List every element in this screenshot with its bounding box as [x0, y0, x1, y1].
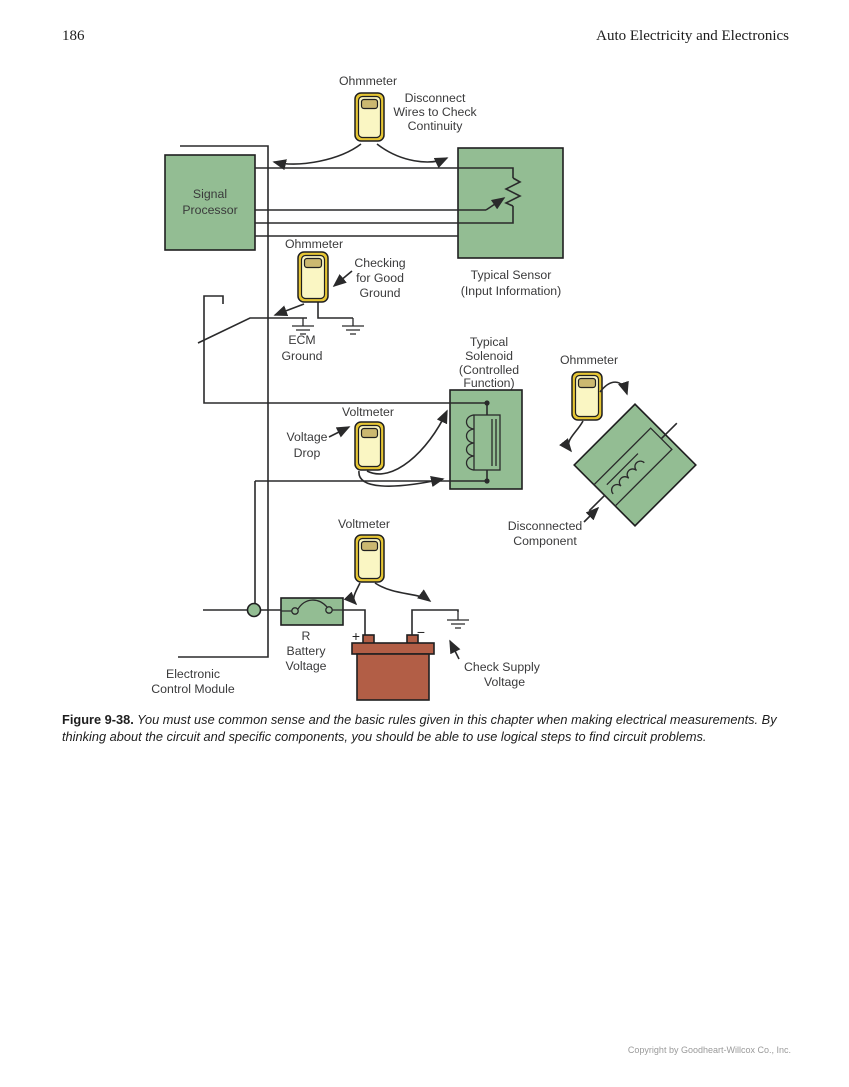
- typical-solenoid-label: Typical: [470, 335, 508, 349]
- svg-text:Voltage: Voltage: [285, 659, 326, 673]
- solenoid-core: [491, 419, 497, 466]
- drop-lead-top: [366, 409, 448, 475]
- wiper-arrow: [485, 197, 506, 211]
- figure-caption: Figure 9-38. You must use common sense a…: [62, 712, 792, 745]
- svg-text:Solenoid: Solenoid: [465, 349, 513, 363]
- typical-solenoid-box: [449, 389, 523, 490]
- voltmeter-drop-label: Voltmeter: [342, 405, 394, 419]
- svg-text:Drop: Drop: [294, 446, 321, 460]
- voltage-drop-arrow: [328, 426, 351, 438]
- svg-text:(Input Information): (Input Information): [461, 284, 561, 298]
- solenoid-wiring: [203, 295, 501, 610]
- svg-text:Voltage: Voltage: [484, 675, 525, 689]
- ohmmeter-ground-icon: [297, 251, 329, 303]
- battery-plus-sign: +: [352, 628, 360, 644]
- svg-text:Ground: Ground: [281, 349, 322, 363]
- junction-node: [246, 602, 262, 618]
- ohmmeter-ground-label: Ohmmeter: [285, 237, 343, 251]
- svg-text:Function): Function): [463, 376, 514, 390]
- supply-lead-right: [374, 582, 432, 602]
- supply-ground-symbol: [447, 612, 469, 629]
- drop-lead-bottom: [358, 470, 445, 488]
- power-circuit: [203, 599, 469, 701]
- voltmeter-supply-label: Voltmeter: [338, 517, 390, 531]
- checking-ground-arrow: [332, 270, 353, 288]
- svg-text:Processor: Processor: [182, 203, 237, 217]
- figure-caption-text: You must use common sense and the basic …: [62, 712, 777, 744]
- component-lead-right: [599, 380, 629, 396]
- disconnected-component-label: Disconnected: [508, 519, 583, 533]
- copyright-footer: Copyright by Goodheart-Willcox Co., Inc.: [627, 1045, 791, 1055]
- ecm-ground-symbol: [292, 318, 314, 335]
- battery-top: [351, 642, 435, 655]
- svg-text:Control Module: Control Module: [151, 682, 235, 696]
- fuse-element: [297, 599, 328, 610]
- disconnect-note: Disconnect: [405, 91, 466, 105]
- figure-label: Figure 9-38.: [62, 712, 134, 727]
- svg-text:Continuity: Continuity: [408, 119, 464, 133]
- checking-ground-label: Checking: [354, 256, 405, 270]
- fuse-leads: [281, 609, 343, 612]
- voltage-drop-label: Voltage: [286, 430, 327, 444]
- disconnected-pointer: [583, 506, 600, 523]
- meter-ground-symbol: [342, 318, 364, 335]
- probe-arrow: [273, 303, 305, 316]
- ecm-ground-label: ECM: [288, 333, 315, 347]
- ohmmeter-top-icon: [354, 92, 385, 142]
- svg-text:Ground: Ground: [359, 286, 400, 300]
- battery-body: [356, 653, 430, 701]
- voltmeter-drop-icon: [354, 421, 385, 471]
- ecm-outline: [178, 145, 269, 658]
- component-lead-left: [559, 420, 584, 453]
- supply-lead-left: [343, 582, 361, 606]
- signal-processor-box: [164, 154, 256, 251]
- ecm-label: Electronic: [166, 667, 220, 681]
- signal-processor-label: Signal: [193, 187, 227, 201]
- ohmmeter-component-icon: [571, 371, 603, 421]
- ohmmeter-top-label: Ohmmeter: [339, 74, 397, 88]
- voltmeter-supply-icon: [354, 534, 385, 583]
- ohmmeter-component-label: Ohmmeter: [560, 353, 618, 367]
- ecm-ground-wiring: [197, 302, 364, 344]
- typical-sensor-box: [457, 147, 564, 259]
- svg-text:for Good: for Good: [356, 271, 404, 285]
- solenoid-coil: [465, 414, 475, 471]
- typical-sensor-label: Typical Sensor: [471, 268, 552, 282]
- check-supply-arrow: [449, 639, 461, 660]
- svg-text:Battery: Battery: [287, 644, 327, 658]
- svg-text:(Controlled: (Controlled: [459, 363, 519, 377]
- check-supply-label: Check Supply: [464, 660, 541, 674]
- top-lead-left: [272, 143, 362, 171]
- sensor-resistor: [504, 177, 522, 207]
- page-number: 186: [62, 28, 85, 44]
- svg-text:Wires to Check: Wires to Check: [393, 105, 477, 119]
- processor-sensor-wires: [255, 167, 522, 237]
- running-header-title: Auto Electricity and Electronics: [596, 28, 789, 44]
- svg-text:Component: Component: [513, 534, 577, 548]
- battery-minus-sign: −: [417, 624, 425, 640]
- fuse-label: R: [302, 629, 311, 643]
- top-lead-right: [376, 143, 449, 169]
